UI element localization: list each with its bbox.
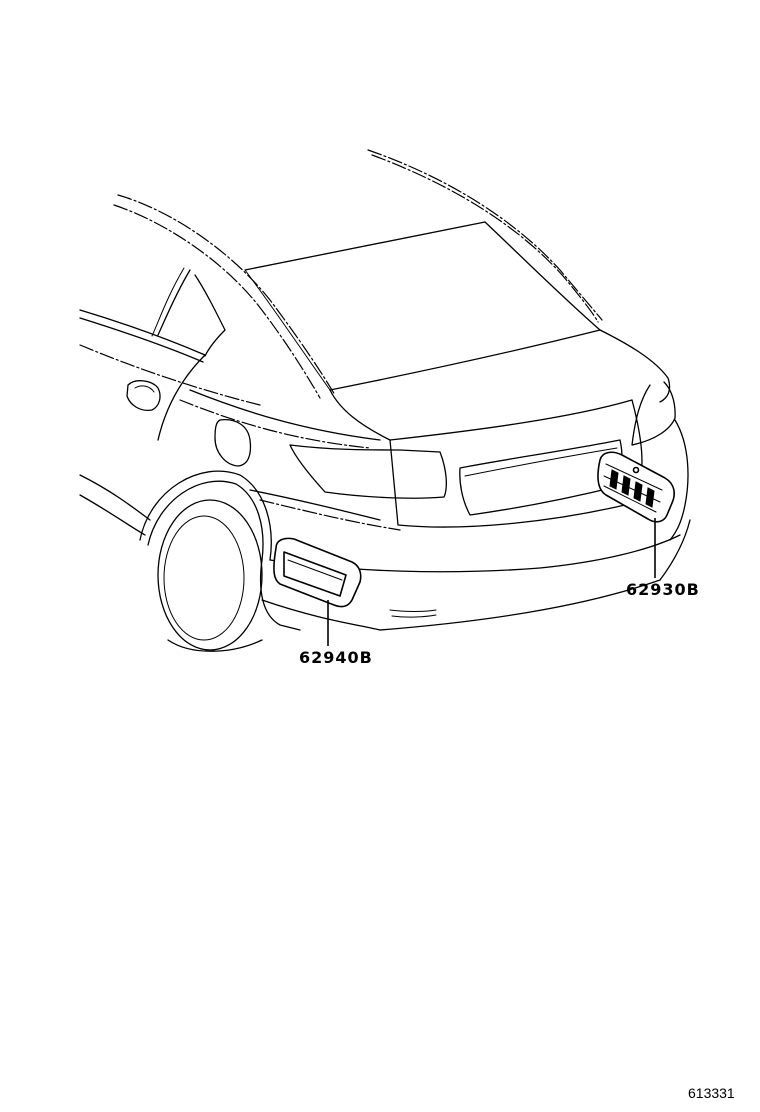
fuel-door bbox=[214, 419, 252, 467]
tail-lights bbox=[289, 381, 676, 499]
side-window bbox=[79, 267, 261, 406]
body-side bbox=[79, 354, 401, 536]
rear-window bbox=[244, 221, 601, 391]
rear-wheel bbox=[139, 470, 272, 652]
figure-number: 613331 bbox=[688, 1085, 735, 1101]
part-callout-62930B: 62930B bbox=[626, 580, 700, 599]
reflector-left-part bbox=[273, 537, 362, 608]
trunk-lid bbox=[329, 329, 671, 528]
roof-outline bbox=[113, 149, 603, 399]
door-handle bbox=[126, 380, 161, 411]
reflector-right-part bbox=[597, 451, 675, 523]
part-callout-62940B: 62940B bbox=[299, 648, 373, 667]
